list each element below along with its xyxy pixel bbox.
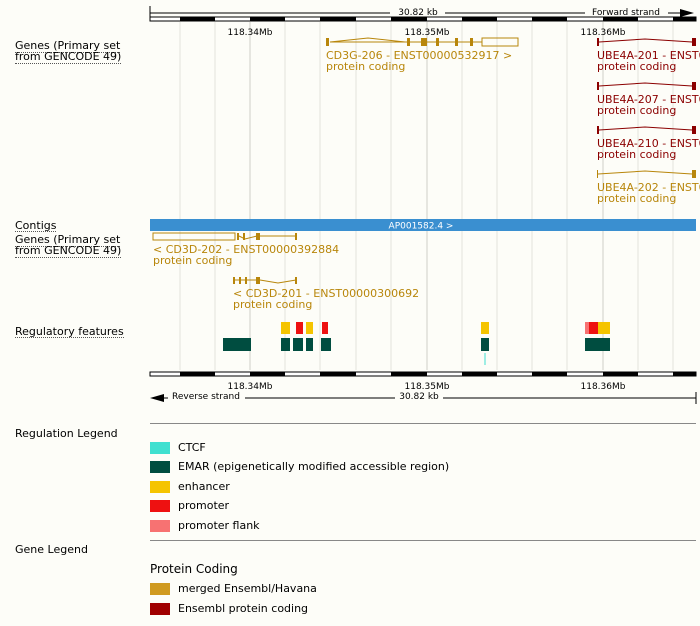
contig-label: AP001582.4 > xyxy=(389,222,454,232)
emar-feature xyxy=(223,338,251,351)
gene-label: CD3G-206 - ENST00000532917 > xyxy=(326,49,512,62)
gene-label: UBE4A-201 - ENST0 xyxy=(597,49,700,62)
legend-divider xyxy=(150,423,696,424)
gene-ube4a-202[interactable]: UBE4A-202 - ENST0 protein coding xyxy=(597,170,700,205)
enhancer-feature xyxy=(306,322,313,334)
track-label-contigs[interactable]: Contigs xyxy=(15,219,57,232)
legend-swatch xyxy=(150,441,170,454)
gene-biotype: protein coding xyxy=(597,104,676,117)
gene-biotype: protein coding xyxy=(153,254,232,267)
tick-label: 118.36Mb xyxy=(581,382,626,392)
gene-biotype: protein coding xyxy=(233,298,312,311)
tick-label: 118.35Mb xyxy=(405,382,450,392)
legend-item-promoter-flank: promoter flank xyxy=(150,519,260,532)
legend-label: promoter xyxy=(178,499,230,512)
track-label-line1: Genes (Primary set xyxy=(15,233,121,247)
promoter-feature xyxy=(322,322,328,334)
gene-label: UBE4A-207 - ENST0 xyxy=(597,93,700,106)
strand-label-reverse: Reverse strand xyxy=(172,392,240,402)
legend-swatch xyxy=(150,480,170,493)
tick-label: 118.34Mb xyxy=(228,28,273,38)
legend-swatch xyxy=(150,519,170,532)
regulatory-features[interactable] xyxy=(223,322,610,365)
gene-biotype: protein coding xyxy=(326,60,405,73)
promoter-feature xyxy=(296,322,303,334)
emar-feature xyxy=(321,338,331,351)
gene-biotype: protein coding xyxy=(597,192,676,205)
legend-item-promoter: promoter xyxy=(150,499,229,512)
ruler-length-bottom: 30.82 kb xyxy=(399,392,439,402)
legend-item-ctcf: CTCF xyxy=(150,441,206,454)
track-label-line2: from GENCODE 49) xyxy=(15,50,122,64)
gene-biotype: protein coding xyxy=(597,148,676,161)
track-label-regulatory[interactable]: Regulatory features xyxy=(15,325,124,338)
gene-label: UBE4A-202 - ENST0 xyxy=(597,181,700,194)
legend-item-ensembl: Ensembl protein coding xyxy=(150,602,308,615)
enhancer-feature xyxy=(598,322,610,334)
enhancer-feature xyxy=(481,322,489,334)
gene-cd3d-201[interactable]: < CD3D-201 - ENST00000300692 protein cod… xyxy=(233,277,419,311)
legend-item-emar: EMAR (epigenetically modified accessible… xyxy=(150,460,449,473)
gene-ube4a-207[interactable]: UBE4A-207 - ENST0 protein coding xyxy=(597,82,700,117)
legend-swatch xyxy=(150,499,170,512)
legend-item-merged: merged Ensembl/Havana xyxy=(150,582,317,595)
forward-arrow-icon xyxy=(680,9,694,17)
top-ruler: 30.82 kb Forward strand 118.34Mb 118.35M… xyxy=(149,6,697,38)
promoter-feature xyxy=(589,322,598,334)
legend-swatch xyxy=(150,602,170,615)
gene-ube4a-210[interactable]: UBE4A-210 - ENST0 protein coding xyxy=(597,126,700,161)
gene-ube4a-201[interactable]: UBE4A-201 - ENST0 protein coding xyxy=(597,38,700,73)
regulation-legend-title: Regulation Legend xyxy=(15,427,118,440)
tick-label: 118.34Mb xyxy=(228,382,273,392)
reverse-arrow-icon xyxy=(150,394,164,402)
enhancer-feature xyxy=(281,322,290,334)
legend-label: CTCF xyxy=(178,441,206,454)
legend-label: enhancer xyxy=(178,480,230,493)
track-label-genes-reverse[interactable]: Genes (Primary set from GENCODE 49) xyxy=(15,233,122,258)
tick-label: 118.36Mb xyxy=(581,28,626,38)
gene-cd3d-202[interactable]: < CD3D-202 - ENST00000392884 protein cod… xyxy=(152,232,339,267)
emar-feature xyxy=(293,338,303,351)
track-label-line1: Genes (Primary set xyxy=(15,39,121,53)
gene-label: UBE4A-210 - ENST0 xyxy=(597,137,700,150)
legend-item-enhancer: enhancer xyxy=(150,480,230,493)
gene-cd3g-206[interactable]: CD3G-206 - ENST00000532917 > protein cod… xyxy=(326,37,519,73)
emar-feature xyxy=(585,338,610,351)
gene-label: < CD3D-202 - ENST00000392884 xyxy=(153,243,339,256)
gridlines xyxy=(179,22,674,370)
emar-feature xyxy=(281,338,290,351)
gene-biotype: protein coding xyxy=(597,60,676,73)
gene-legend-subtitle: Protein Coding xyxy=(150,562,238,576)
legend-label: promoter flank xyxy=(178,519,260,532)
promoter-flank-feature xyxy=(585,322,589,334)
bottom-ruler: 118.34Mb 118.35Mb 118.36Mb Reverse stran… xyxy=(149,371,697,404)
track-label-genes-forward[interactable]: Genes (Primary set from GENCODE 49) xyxy=(15,39,122,64)
tick-label: 118.35Mb xyxy=(405,28,450,38)
legend-label: merged Ensembl/Havana xyxy=(178,582,317,595)
gene-legend-title: Gene Legend xyxy=(15,543,88,556)
ruler-length-top: 30.82 kb xyxy=(398,8,438,18)
track-label-line2: from GENCODE 49) xyxy=(15,244,122,258)
legend-divider xyxy=(150,540,696,541)
legend-swatch xyxy=(150,460,170,473)
legend-label: EMAR (epigenetically modified accessible… xyxy=(178,460,450,473)
genome-view: 30.82 kb Forward strand 118.34Mb 118.35M… xyxy=(149,6,700,404)
legend-swatch xyxy=(150,582,170,595)
strand-label-forward: Forward strand xyxy=(592,8,660,18)
emar-feature xyxy=(306,338,313,351)
emar-feature xyxy=(481,338,489,351)
ctcf-feature xyxy=(484,353,486,365)
legend-label: Ensembl protein coding xyxy=(178,602,309,615)
gene-label: < CD3D-201 - ENST00000300692 xyxy=(233,287,419,300)
contig-bar[interactable]: AP001582.4 > xyxy=(150,219,696,232)
